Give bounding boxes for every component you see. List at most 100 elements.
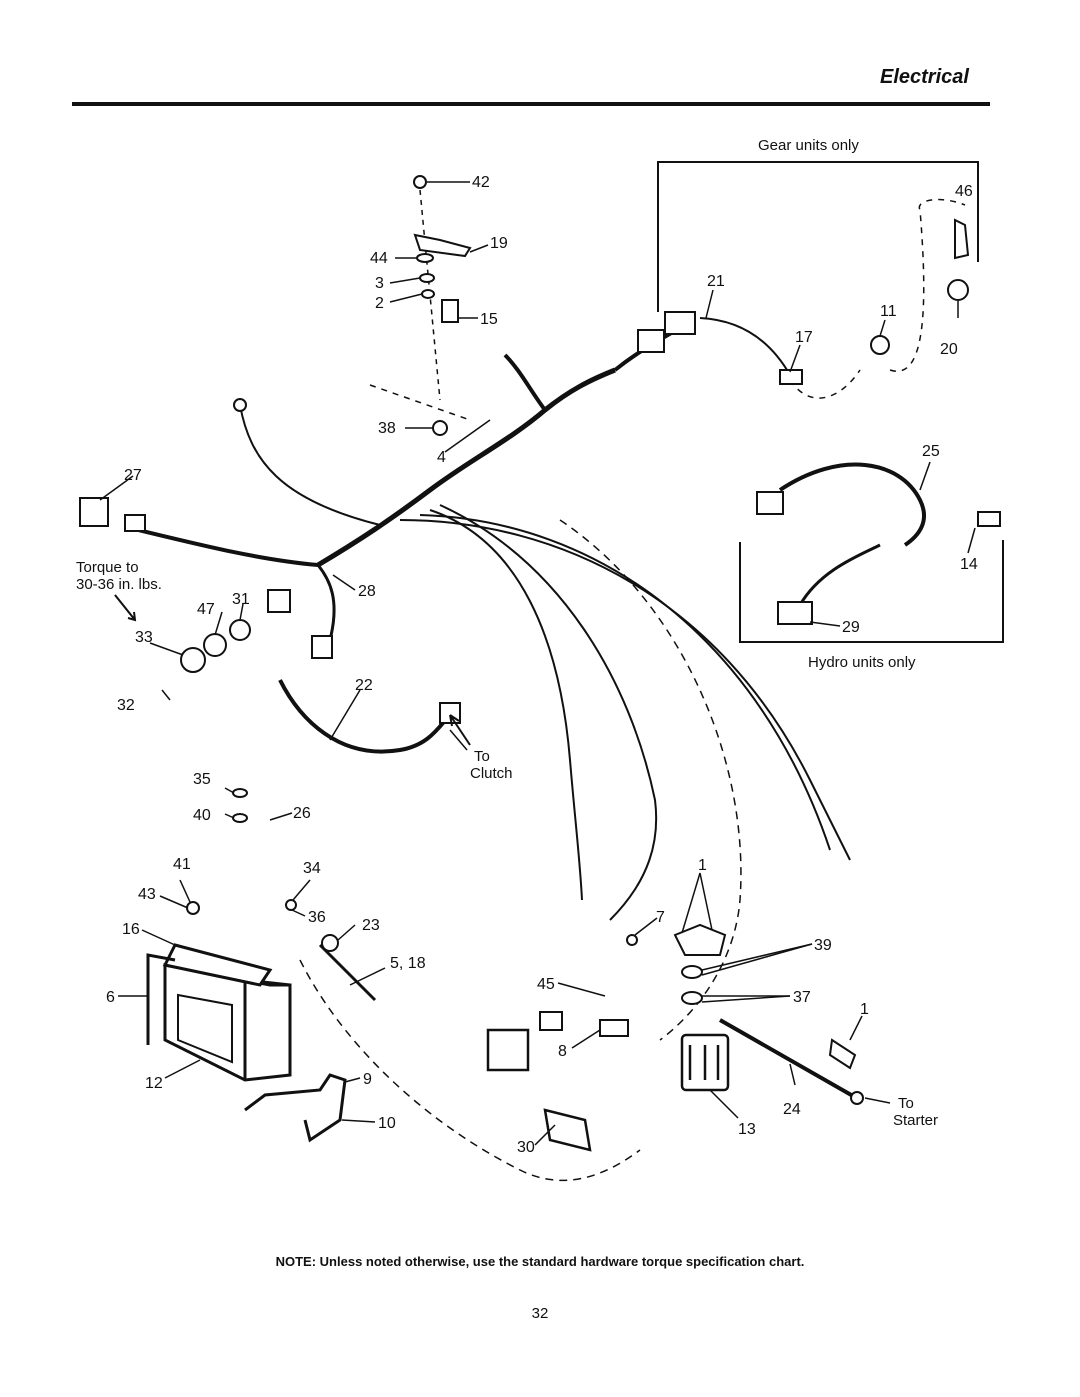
connector-b [267,589,291,613]
connector-21b [664,311,696,335]
callout-33: 33 [135,629,153,646]
harness-29 [798,543,881,606]
washer-37 [681,991,703,1005]
harness-22 [278,679,452,754]
clutch-arrow [449,714,471,746]
dashed-route-a [559,519,742,1041]
washer-3 [419,273,435,283]
washer-35 [232,788,248,798]
boot-1a [673,923,727,956]
ring-terminal [233,398,247,412]
caption-to-clutch-2: Clutch [470,765,513,782]
ring-24 [850,1091,864,1105]
main-harness [316,367,616,568]
callout-1-right: 1 [860,1001,869,1018]
switch-20 [947,279,969,301]
harness-25 [778,462,926,547]
torque-arrow [114,594,137,622]
callout-30: 30 [517,1139,535,1156]
battery-hold-down [244,1073,347,1143]
caption-torque-1: Torque to [76,559,139,576]
washer-44 [416,253,434,263]
caption-to-starter-2: Starter [893,1112,938,1129]
callout-35: 35 [193,771,211,788]
wire-long-1 [399,519,851,861]
callout-45: 45 [537,976,555,993]
cable-5-18 [318,943,377,1002]
callout-21: 21 [707,273,725,290]
dashed-route-d [889,198,966,372]
nut-34 [285,899,297,911]
callout-16: 16 [122,921,140,938]
callout-32: 32 [117,697,135,714]
dashed-route-b [299,959,641,1182]
battery-strap-6 [146,953,176,1045]
callout-7: 7 [656,909,665,926]
switch-15 [441,299,459,323]
boot-1b [828,1038,857,1070]
nut-42 [413,175,427,189]
callout-20: 20 [940,341,958,358]
washer-47 [203,633,227,657]
wire-ring-terminal [239,404,381,526]
harness-branch-left [129,526,319,567]
terminal-17 [779,369,803,385]
callout-24: 24 [783,1101,801,1118]
module-30 [486,1028,592,1152]
callout-5-18: 5, 18 [390,955,426,972]
header-rule [72,102,990,106]
callout-36: 36 [308,909,326,926]
fuse-8 [599,1019,629,1037]
callout-6: 6 [106,989,115,1006]
callout-31: 31 [232,591,250,608]
dashed-route-e [369,384,471,421]
caption-hydro-units: Hydro units only [808,654,916,671]
callout-40: 40 [193,807,211,824]
page-number: 32 [531,1305,549,1322]
footer-note: NOTE: Unless noted otherwise, use the st… [275,1254,805,1269]
callout-11: 11 [880,303,897,320]
callout-23: 23 [362,917,380,934]
callout-14: 14 [960,556,978,573]
fuse-holder-7 [626,934,638,946]
callout-38: 38 [378,420,396,437]
callout-10: 10 [378,1115,396,1132]
washer-2 [421,289,435,299]
callout-43: 43 [138,886,156,903]
callout-2: 2 [375,295,384,312]
callout-4: 4 [437,449,446,466]
wire-long-4 [439,504,658,921]
connector-27 [79,497,109,527]
callout-13: 13 [738,1121,756,1138]
gear-units-bracket [657,161,979,312]
callout-47: 47 [197,601,215,618]
wire-loop-28 [316,564,336,641]
callout-12: 12 [145,1075,163,1092]
section-title: Electrical [880,66,969,88]
dashed-route-c [789,369,861,399]
callout-19: 19 [490,235,508,252]
callout-9: 9 [363,1071,372,1088]
callout-28: 28 [358,583,376,600]
callout-8: 8 [558,1043,567,1060]
callout-34: 34 [303,860,321,877]
callout-37: 37 [793,989,811,1006]
cable-24 [719,1018,861,1102]
solenoid-13 [680,1033,730,1092]
callout-46: 46 [955,183,973,200]
terminal-23 [321,934,339,952]
connector-29 [777,601,813,625]
callout-17: 17 [795,329,813,346]
connector-14 [977,511,1001,527]
callout-15: 15 [480,311,498,328]
callout-29: 29 [842,619,860,636]
connector-45 [539,1011,563,1031]
connector-c [311,635,333,659]
connector-46 [954,218,970,260]
caption-gear-units: Gear units only [758,137,859,154]
connector-21 [637,329,665,353]
battery [162,943,292,1082]
harness-branch-up [503,353,547,412]
callout-1-top: 1 [698,857,707,874]
harness-to-17 [699,317,791,376]
